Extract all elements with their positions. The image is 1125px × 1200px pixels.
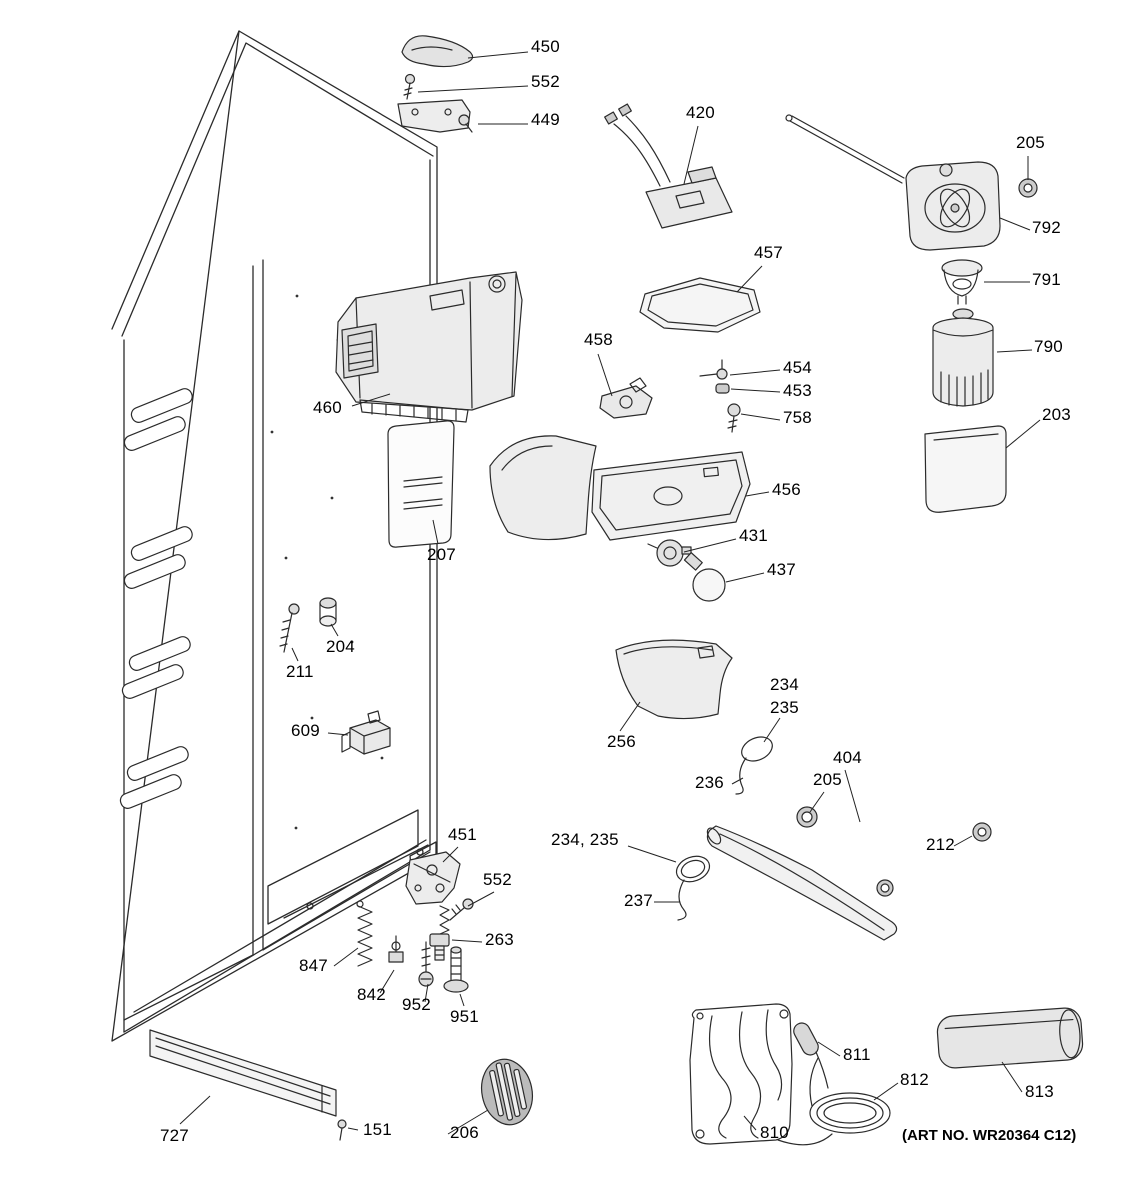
part-label-235: 235 bbox=[770, 698, 799, 717]
part-label-811: 811 bbox=[843, 1045, 871, 1064]
part-label-758: 758 bbox=[783, 408, 812, 427]
part-206-grille bbox=[481, 1058, 533, 1126]
part-label-951: 951 bbox=[450, 1007, 479, 1026]
part-label-431: 431 bbox=[739, 526, 768, 545]
part-263-valve bbox=[429, 905, 450, 961]
part-552-screw-lower bbox=[449, 898, 474, 921]
part-label-453: 453 bbox=[783, 381, 812, 400]
part-951-stem bbox=[443, 946, 469, 993]
part-420-harness bbox=[604, 103, 733, 229]
part-812-coil bbox=[809, 1057, 891, 1134]
part-236-wire bbox=[735, 757, 747, 795]
part-label-206: 206 bbox=[450, 1123, 479, 1142]
part-790-filter-cartridge bbox=[932, 308, 994, 407]
part-457-panel bbox=[639, 277, 761, 333]
part-151-screw bbox=[337, 1119, 347, 1141]
leader-lines bbox=[179, 51, 1041, 1135]
part-205-grommet-mid bbox=[796, 806, 818, 828]
part-234-235-ring-lower bbox=[675, 855, 711, 921]
part-404-trim-strip bbox=[706, 825, 898, 941]
part-label-212: 212 bbox=[926, 835, 955, 854]
part-437-bulb bbox=[683, 552, 726, 602]
part-label-813: 813 bbox=[1025, 1082, 1054, 1101]
part-811-dryer bbox=[793, 1022, 829, 1089]
part-451-bracket bbox=[405, 851, 461, 905]
part-453-grommet bbox=[715, 383, 730, 394]
part-label-454: 454 bbox=[783, 358, 812, 377]
part-label-456: 456 bbox=[772, 480, 801, 499]
part-203-filter-cover bbox=[924, 425, 1007, 513]
cabinet-vent-slots bbox=[119, 388, 193, 809]
part-256-cover bbox=[615, 639, 733, 720]
part-609-switch bbox=[341, 710, 391, 755]
part-label-234-235: 234, 235 bbox=[551, 830, 619, 849]
part-label-727: 727 bbox=[160, 1126, 189, 1145]
part-label-205: 205 bbox=[1016, 133, 1045, 152]
part-label-792: 792 bbox=[1032, 218, 1061, 237]
part-label-211: 211 bbox=[286, 662, 314, 681]
part-label-812: 812 bbox=[900, 1070, 929, 1089]
part-label-460: 460 bbox=[313, 398, 342, 417]
part-label-847: 847 bbox=[299, 956, 328, 975]
part-450-stop bbox=[401, 35, 474, 68]
part-552-screw-top bbox=[403, 73, 416, 100]
part-952-screw bbox=[418, 941, 434, 987]
part-label-451: 451 bbox=[448, 825, 477, 844]
part-847-spring bbox=[356, 900, 373, 967]
part-label-237: 237 bbox=[624, 891, 653, 910]
part-454-fitting bbox=[699, 359, 728, 380]
part-207-cover bbox=[387, 420, 455, 548]
part-810-tube-assembly bbox=[689, 1003, 833, 1146]
part-label-458: 458 bbox=[584, 330, 613, 349]
part-456-cover-pan bbox=[591, 451, 751, 541]
part-label-263: 263 bbox=[485, 930, 514, 949]
part-458-duct bbox=[489, 377, 653, 541]
part-237-wire bbox=[677, 879, 687, 921]
part-842-stud bbox=[388, 935, 404, 963]
part-758-screw bbox=[727, 403, 741, 433]
part-212-grommets bbox=[876, 822, 992, 897]
part-label-457: 457 bbox=[754, 243, 783, 262]
part-204-bushing bbox=[319, 597, 337, 627]
part-791-funnel bbox=[941, 259, 983, 305]
part-211-screw bbox=[279, 603, 300, 653]
part-label-203: 203 bbox=[1042, 405, 1071, 424]
part-label-256: 256 bbox=[607, 732, 636, 751]
part-label-151: 151 bbox=[363, 1120, 392, 1139]
part-label-810: 810 bbox=[760, 1123, 789, 1142]
part-813-sleeve bbox=[936, 1007, 1084, 1069]
part-label-449: 449 bbox=[531, 110, 560, 129]
part-label-205: 205 bbox=[813, 770, 842, 789]
part-792-filter-head bbox=[785, 114, 1001, 251]
part-234-235-ring bbox=[735, 736, 773, 795]
part-label-450: 450 bbox=[531, 37, 560, 56]
part-431-lamp-socket bbox=[647, 539, 692, 567]
part-label-207: 207 bbox=[427, 545, 456, 564]
art-number: (ART NO. WR20364 C12) bbox=[902, 1127, 1077, 1144]
part-label-552: 552 bbox=[483, 870, 512, 889]
part-727-kick-plate bbox=[149, 1029, 337, 1117]
part-label-437: 437 bbox=[767, 560, 796, 579]
part-label-236: 236 bbox=[695, 773, 724, 792]
part-label-952: 952 bbox=[402, 995, 431, 1014]
part-205-grommet-top bbox=[1018, 178, 1038, 198]
part-label-420: 420 bbox=[686, 103, 715, 122]
part-label-609: 609 bbox=[291, 721, 320, 740]
part-449-bracket bbox=[397, 99, 473, 133]
part-label-842: 842 bbox=[357, 985, 386, 1004]
part-label-234: 234 bbox=[770, 675, 799, 694]
part-label-204: 204 bbox=[326, 637, 355, 656]
part-label-404: 404 bbox=[833, 748, 862, 767]
part-label-790: 790 bbox=[1034, 337, 1063, 356]
part-460-duct-assembly bbox=[335, 271, 523, 423]
part-label-791: 791 bbox=[1032, 270, 1061, 289]
part-label-552: 552 bbox=[531, 72, 560, 91]
